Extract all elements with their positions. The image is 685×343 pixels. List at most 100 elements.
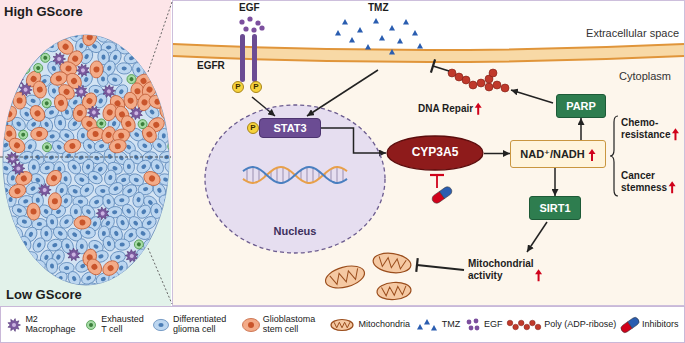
legend-bar: M2 MacrophageExhausted T cellDifferentia… — [0, 306, 685, 343]
cell-nucleus — [93, 243, 99, 249]
cell-body — [95, 117, 108, 130]
cell-nucleus — [64, 133, 71, 139]
tmz-molecule — [365, 44, 371, 50]
cell-nucleus — [8, 219, 15, 225]
cell-body — [100, 258, 121, 279]
egf-molecule — [475, 325, 480, 330]
cell-nucleus — [50, 174, 58, 182]
mitochondrion-cristae — [381, 286, 406, 296]
adp-ribose-unit — [489, 69, 497, 77]
inhibition-bar — [431, 59, 435, 72]
node-label: STAT3 — [273, 122, 306, 135]
cell-body — [133, 238, 146, 251]
stem-cell — [53, 93, 69, 112]
tumor-cells — [0, 26, 181, 299]
cell-nucleus — [74, 209, 78, 214]
cell-nucleus — [48, 109, 54, 115]
signal-arrow — [511, 90, 553, 103]
group-label: Low GScore — [6, 288, 82, 303]
mitochondrion — [376, 281, 411, 300]
cell-nucleus — [5, 110, 13, 118]
cell-nucleus — [79, 219, 86, 226]
cell-body — [42, 142, 52, 152]
cell-nucleus — [56, 144, 63, 150]
legend-item: Inhibitors — [621, 314, 679, 336]
cell-membrane — [173, 44, 684, 62]
cell-nucleus — [65, 65, 73, 73]
cell-nucleus — [56, 254, 62, 260]
adp-ribose-unit — [455, 73, 463, 81]
cell-nucleus — [71, 55, 79, 63]
cell-nucleus — [71, 275, 77, 281]
cell-nucleus — [156, 187, 162, 194]
pathway-arrow — [321, 128, 386, 153]
cell-body — [44, 167, 65, 188]
cell-nucleus — [27, 143, 33, 150]
legend-item: M2 Macrophage — [6, 314, 79, 336]
legend-icon — [84, 314, 98, 336]
tmz-cluster — [335, 18, 423, 55]
arrow-shaft — [591, 153, 593, 161]
cell-body — [80, 27, 99, 48]
t-cell — [133, 238, 146, 251]
cell-nucleus — [106, 240, 112, 246]
legend-icon — [465, 314, 481, 336]
egf-molecule — [243, 26, 248, 31]
t-cell — [20, 63, 32, 75]
cell-nucleus — [129, 76, 135, 82]
cell-nucleus — [51, 88, 56, 94]
legend-label: Mitochondria — [358, 320, 410, 330]
zoom-line — [148, 248, 172, 304]
cell-body — [43, 38, 61, 53]
glioma-cell — [54, 114, 67, 130]
stem-cell — [30, 127, 48, 142]
cell-nucleus — [79, 89, 84, 94]
cell-nucleus — [129, 56, 135, 61]
macrophage — [66, 247, 82, 263]
cell-body — [90, 61, 104, 79]
inhibition-line — [436, 175, 438, 188]
cell-nucleus — [152, 121, 160, 129]
cell-nucleus — [55, 75, 63, 83]
cell-body — [20, 63, 32, 75]
cell-nucleus — [20, 174, 28, 182]
egfr-receptor — [240, 34, 245, 82]
legend-label: Differentiated glioma cell — [173, 315, 237, 335]
effect-label: DNA Repair — [418, 103, 473, 115]
cell-nucleus — [57, 275, 64, 281]
brace — [610, 116, 618, 196]
cell-nucleus — [52, 198, 59, 205]
mitochondrion-cristae — [335, 322, 351, 328]
arrow-shaft — [674, 132, 676, 140]
macrophage — [129, 106, 144, 120]
cell-nucleus — [3, 165, 9, 171]
adp-ribose-unit — [524, 324, 530, 330]
glioma-cell — [22, 250, 39, 264]
cell-nucleus — [32, 164, 36, 169]
cell-nucleus — [93, 66, 99, 72]
macrophage — [85, 103, 103, 121]
cell-nucleus — [112, 276, 116, 281]
cell-nucleus — [140, 122, 145, 127]
legend-symbol — [507, 320, 541, 330]
cell-nucleus — [111, 120, 117, 126]
cell-nucleus — [87, 143, 93, 150]
stem-cell — [26, 203, 40, 221]
cell-nucleus — [136, 242, 142, 248]
legend-item: TMZ — [415, 314, 461, 336]
tmz-molecule — [335, 30, 341, 36]
cell-nucleus — [164, 198, 170, 203]
cell-nucleus — [112, 54, 118, 60]
macrophage — [11, 161, 26, 176]
cell-nucleus — [121, 66, 126, 70]
cell-nucleus — [140, 230, 146, 236]
t-cell — [18, 129, 29, 140]
cell-nucleus — [100, 211, 106, 217]
tmz-molecule — [373, 18, 379, 24]
signal-arrow — [527, 222, 547, 252]
cell-nucleus — [134, 111, 139, 116]
inhibition-line — [417, 265, 464, 270]
cell-nucleus — [35, 264, 40, 268]
cell-nucleus — [28, 231, 34, 237]
cell-nucleus — [6, 130, 14, 138]
